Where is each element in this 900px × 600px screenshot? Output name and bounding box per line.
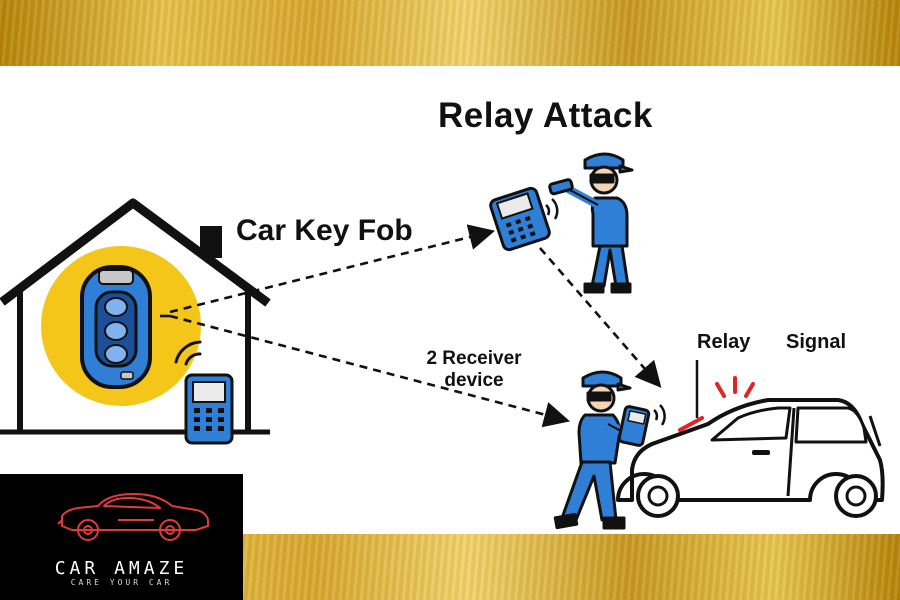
arrow-relay-to-car: [539, 247, 662, 388]
logo-tagline: CARE YOUR CAR: [70, 578, 173, 587]
relay-signal-marks: [678, 376, 755, 432]
thief-figure-bottom: [553, 370, 666, 530]
thief-figure-top: [548, 152, 634, 294]
receiver-label-line2: device: [444, 370, 504, 391]
signal-label: Signal: [786, 331, 847, 353]
receiver-label-line1: 2 Receiver: [426, 348, 522, 369]
receiver-device-icon: [184, 373, 234, 445]
sports-car-logo-icon: [57, 493, 209, 541]
receiver-device-label: 2 Receiver device: [404, 348, 544, 392]
gold-banner-top: [0, 0, 900, 66]
relay-label: Relay: [697, 331, 751, 353]
key-fob-label: Car Key Fob: [236, 214, 413, 247]
arrow-fob-to-receiver: [169, 314, 571, 428]
key-fob-icon: [80, 265, 152, 389]
diagram-title: Relay Attack: [438, 96, 653, 135]
logo-name: CAR AMAZE: [54, 558, 189, 579]
car-amaze-logo: CAR AMAZE CARE YOUR CAR: [0, 474, 243, 600]
car-icon: [616, 398, 885, 518]
wireless-signal-icon: [174, 340, 202, 366]
relay-device-icon: [489, 186, 559, 252]
